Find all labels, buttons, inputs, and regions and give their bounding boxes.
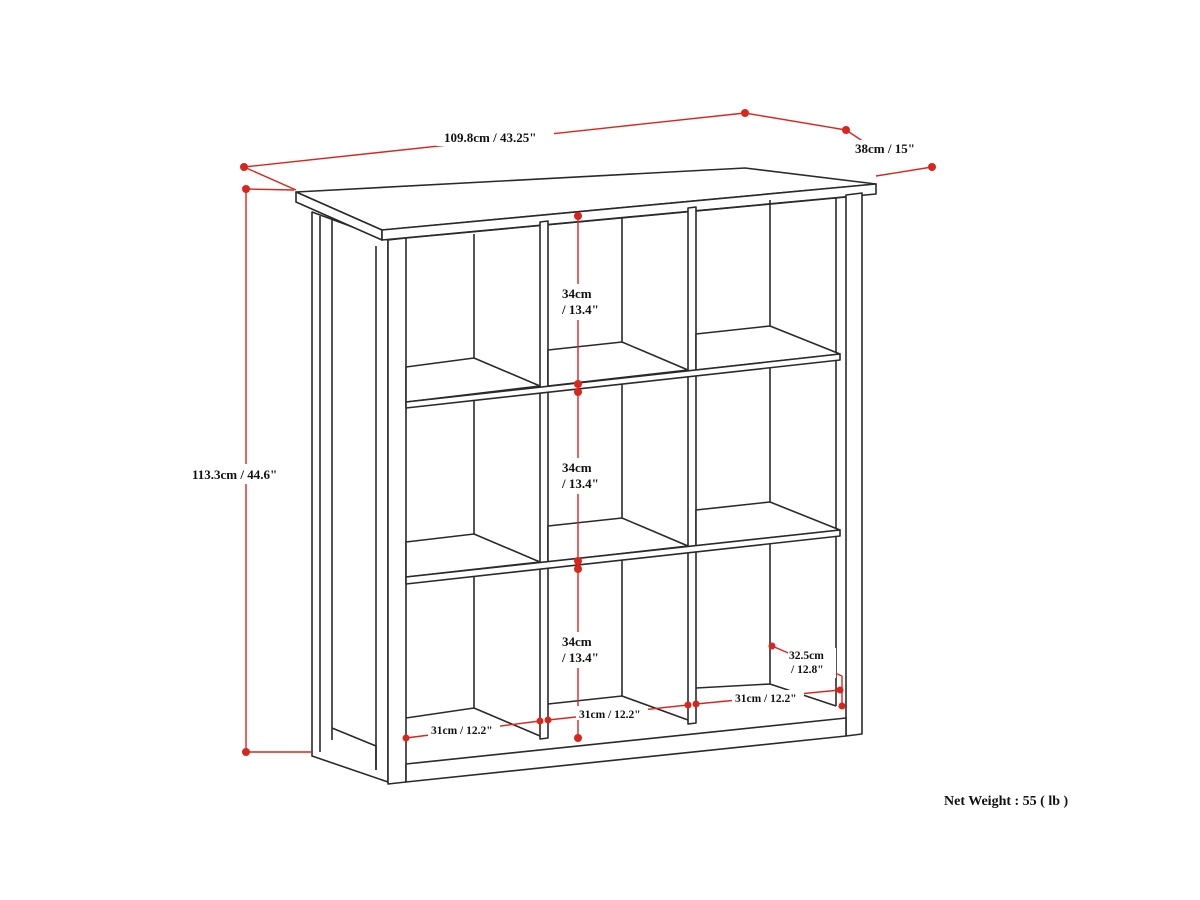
cube-height-label-mid-in: / 13.4"	[561, 476, 599, 491]
interior-divider-1	[539, 220, 549, 740]
bookcase-drawing	[295, 167, 877, 785]
cube-width-label-3: 31cm / 12.2"	[735, 693, 797, 705]
front-left-post	[387, 237, 407, 785]
shelf-1	[405, 357, 541, 403]
width-label: 109.8cm / 43.25"	[444, 130, 536, 145]
depth-label: 38cm / 15"	[855, 141, 915, 156]
cube-height-label-bottom: 34cm	[562, 634, 592, 649]
inner-depth-label: 32.5cm	[789, 650, 824, 662]
cube-width-label-1: 31cm / 12.2"	[431, 725, 493, 737]
cube-height-label-bottom-in: / 13.4"	[561, 650, 599, 665]
net-weight-label: Net Weight : 55 ( lb )	[944, 794, 1069, 809]
bottom-rail	[405, 717, 847, 783]
cube-width-label-2: 31cm / 12.2"	[579, 709, 641, 721]
interior-divider-2	[687, 206, 697, 725]
dimension-labels: 109.8cm / 43.25" 38cm / 15" 113.3cm / 44…	[190, 128, 1069, 809]
inner-depth-label-in: / 12.8"	[790, 664, 824, 676]
cube-height-label-top-in: / 13.4"	[561, 302, 599, 317]
front-right-post	[845, 192, 863, 737]
cube-height-label-mid: 34cm	[562, 460, 592, 475]
height-label: 113.3cm / 44.6"	[192, 467, 277, 482]
top-board-front	[381, 183, 877, 241]
cube-height-label-top: 34cm	[562, 286, 592, 301]
